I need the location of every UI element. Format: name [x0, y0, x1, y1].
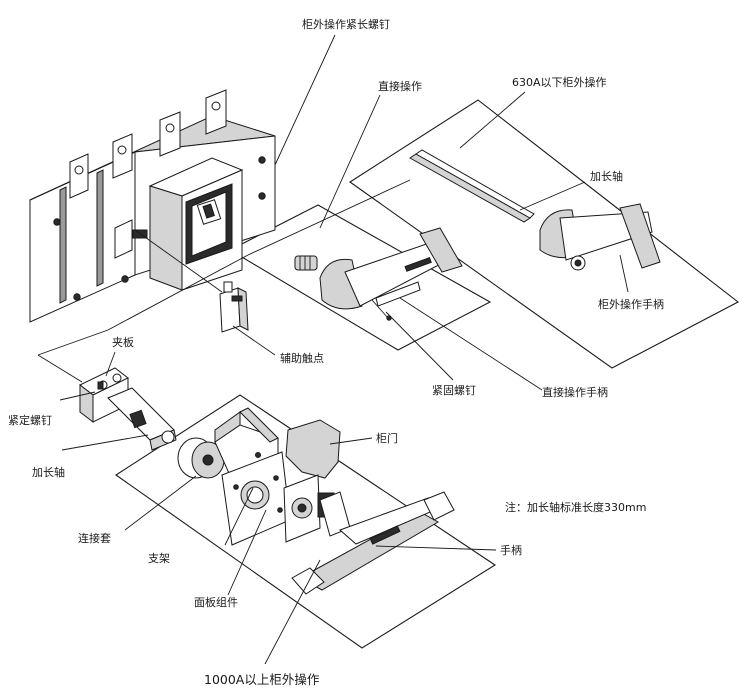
direct-handle: [319, 227, 463, 321]
label-note: 注：加长轴标准长度330mm: [505, 500, 646, 514]
label-set-screw: 紧定螺钉: [8, 413, 52, 427]
door-lock: [283, 474, 335, 543]
label-1000a-external: 1000A以上柜外操作: [204, 672, 320, 687]
plane-1000a-external: [115, 394, 497, 649]
handle-1000a: [291, 491, 455, 595]
switch-body: [29, 89, 276, 323]
label-extension-shaft-left: 加长轴: [32, 465, 65, 479]
extension-shaft-left: [107, 387, 177, 451]
leader-lines: [37, 34, 629, 665]
label-external-handle-top: 柜外操作手柄: [598, 297, 664, 311]
plane-630a-external: [349, 99, 740, 369]
label-panel-assembly: 面板组件: [194, 595, 238, 609]
label-bracket: 支架: [148, 552, 170, 565]
label-handle: 手柄: [500, 543, 522, 557]
label-cabinet-screw: 柜外操作紧长螺钉: [302, 17, 390, 31]
direct-shaft-spline: [294, 255, 318, 271]
label-coupling: 连接套: [78, 532, 111, 545]
label-direct-op: 直接操作: [378, 79, 422, 93]
label-extension-shaft-top: 加长轴: [590, 169, 623, 183]
label-direct-handle: 直接操作手柄: [542, 385, 608, 399]
label-cabinet-door: 柜门: [376, 431, 398, 445]
external-handle-top: [539, 203, 661, 271]
aux-contact-block: [219, 281, 249, 333]
panel-assembly: [221, 451, 291, 546]
extension-shaft-top: [409, 149, 535, 223]
label-aux-contact: 辅助触点: [280, 351, 324, 365]
label-fasten-screw: 紧固螺钉: [432, 384, 476, 397]
label-630a-external: 630A以下柜外操作: [512, 75, 607, 89]
cabinet-door: [285, 419, 341, 479]
plane-direct-operation: [228, 204, 492, 351]
label-clamp-plate: 夹板: [112, 335, 134, 349]
coupling-sleeve: [177, 437, 225, 479]
